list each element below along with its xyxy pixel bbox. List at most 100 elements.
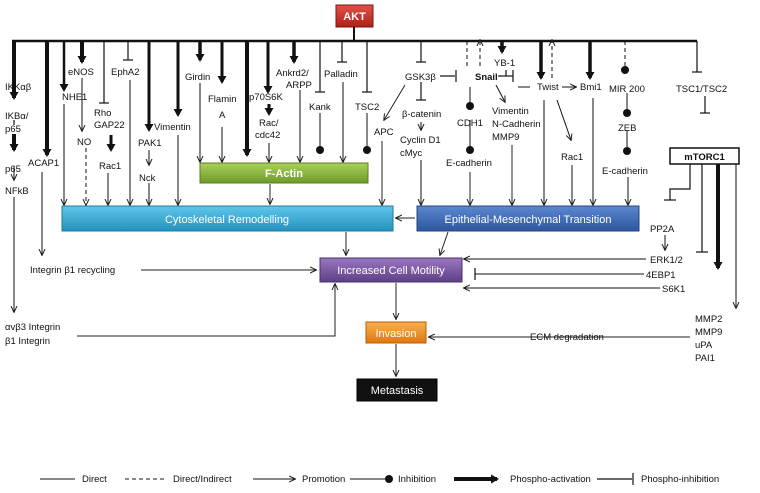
kank-inhibition-dot [316,146,324,154]
metastasis-box: Metastasis [356,378,438,402]
akt-mir200-inhibition-dot [621,66,629,74]
s6k1-label: S6K1 [662,284,685,295]
mir200-edges [624,41,628,205]
top-distribution-lines [12,27,697,43]
ankrd2-edges [289,41,300,162]
beta-catenin-label: β-catenin [402,109,441,120]
no-label: NO [77,137,91,148]
emt-box: Epithelial-Mesenchymal Transition [416,205,640,232]
epha2-label: EphA2 [111,67,140,78]
factin-box: F-Actin [199,162,369,184]
erk-label: ERK1/2 [650,255,683,266]
apc-label: APC [374,127,394,138]
b1-integrin-label: β1 Integrin [5,336,50,347]
akt-label: AKT [343,11,366,23]
4ebp1-label: 4EBP1 [646,270,676,281]
cdh1-ecad-inhibition-dot [466,146,474,154]
nck-label: Nck [139,173,156,184]
legend-phospho-inhibition: Phospho-inhibition [597,473,719,485]
nhe1-edges [42,41,69,255]
rhogap-edges [99,41,116,205]
pp2a-label: PP2A [650,224,675,235]
cmyc-label: cMyc [400,148,422,159]
legend-phospho-activation-label: Phospho-activation [510,474,591,485]
e-cadherin-right-label: E-cadherin [602,166,648,177]
yb1-edges [497,41,514,82]
tsc2-edges [362,41,372,148]
zeb-ecad-inhibition-dot [623,147,631,155]
legend-promotion: Promotion [253,474,345,485]
ankrd2-label: Ankrd2/ [276,68,309,79]
palladin-edges [337,41,347,162]
epha2-edges [123,41,133,205]
n-cadherin-label: N-Cadherin [492,119,541,130]
mmp9-emt-label: MMP9 [492,132,519,143]
acap1-label: ACAP1 [28,158,59,169]
cdc42-label: cdc42 [255,130,280,141]
palladin-label: Palladin [324,69,358,80]
twist-edges [518,40,593,205]
mtorc1-label: mTORC1 [684,152,725,163]
mtorc1-node: mTORC1 [669,147,740,165]
gsk3b-label: GSK3β [405,72,436,83]
flamin-a-label: A [219,110,226,121]
avb3-integrin-label: αvβ3 Integrin [5,322,60,333]
snail-label: Snail [475,72,498,83]
ikba-label: IKBα/ [5,111,29,122]
tsc2-inhibition-dot [363,146,371,154]
mmp9-label: MMP9 [695,327,722,338]
legend-phospho-activation: Phospho-activation [454,474,591,485]
zeb-label: ZEB [618,123,636,134]
legend-inhibition-label: Inhibition [398,474,436,485]
p65-label: p65 [5,164,21,175]
cdh1-label: CDH1 [457,118,483,129]
p70s6k-label: p70S6K [249,92,283,103]
snail-edges [466,40,513,148]
cyto-label: Cytoskeletal Remodelling [165,214,289,226]
legend-indirect-label: Direct/Indirect [173,474,232,485]
snail-cdh1-inhibition-dot [466,102,474,110]
yb1-label: YB-1 [494,58,515,69]
legend-indirect: Direct/Indirect [125,474,232,485]
mir200-zeb-inhibition-dot [623,109,631,117]
bmi1-label: Bmi1 [580,82,602,93]
mir200-label: MIR 200 [609,84,645,95]
mtor-to-motility-edges [464,259,660,288]
ecm-degradation-label: ECM degradation [530,332,604,343]
cytoskeletal-remodelling-box: Cytoskeletal Remodelling [61,205,394,232]
girdin-label: Girdin [185,72,210,83]
rac1-right-label: Rac1 [561,152,583,163]
upa-label: uPA [695,340,713,351]
pak1-label: PAK1 [138,138,162,149]
cyclin-d1-label: Cyclin D1 [400,135,441,146]
metastasis-label: Metastasis [371,385,424,397]
motility-label: Increased Cell Motility [337,265,445,277]
legend-direct: Direct [40,474,107,485]
enos-label: eNOS [68,67,94,78]
cell-motility-box: Increased Cell Motility [319,257,463,283]
rho-label: Rho [94,108,111,119]
akt-node: AKT [335,4,374,28]
vimentin-left-label: Vimentin [154,122,191,133]
pai1-label: PAI1 [695,353,715,364]
legend-phospho-inhibition-label: Phospho-inhibition [641,474,719,485]
arpp-label: ARPP [286,80,312,91]
rac1-left-label: Rac1 [99,161,121,172]
legend-direct-label: Direct [82,474,107,485]
outcome-flow-edges [270,184,449,376]
kank-edges [315,41,325,148]
nhe1-label: NHE1 [62,92,87,103]
tsc2-label: TSC2 [355,102,379,113]
vimentin-right-label: Vimentin [492,106,529,117]
twist-label: Twist [537,82,559,93]
integrin-recycling-label: Integrin β1 recycling [30,265,115,276]
kank-label: Kank [309,102,331,113]
mmp2-label: MMP2 [695,314,722,325]
ikba-p65-label: p65 [5,124,21,135]
rac-label: Rac/ [259,118,279,129]
legend-promotion-label: Promotion [302,474,345,485]
invasion-label: Invasion [376,328,417,340]
emt-label: Epithelial-Mesenchymal Transition [445,214,612,226]
legend: Direct Direct/Indirect Promotion Inhibit… [40,473,719,485]
